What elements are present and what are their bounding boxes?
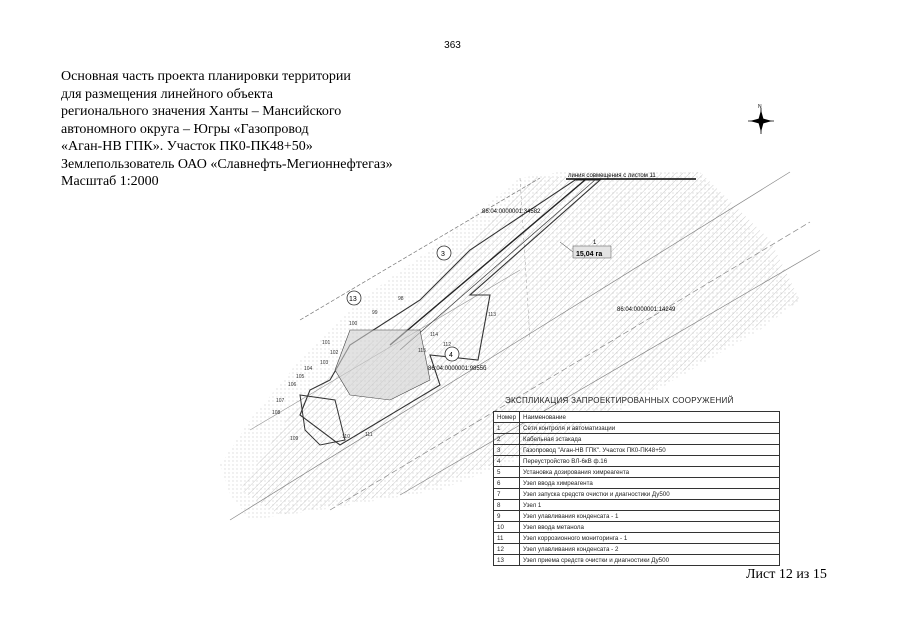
- legend-row-name: Сети контроля и автоматизации: [519, 422, 780, 434]
- point-label: 107: [276, 398, 285, 404]
- legend-row-number: 5: [493, 466, 520, 478]
- title-line: автономного округа – Югры «Газопровод: [61, 121, 309, 137]
- callout-circle: 13: [346, 290, 362, 306]
- point-label: 104: [304, 366, 313, 372]
- point-label: 108: [272, 410, 281, 416]
- hatched-area: [240, 172, 800, 515]
- legend-row-name: Установка дозирования химреагента: [519, 466, 780, 478]
- point-label: 101: [322, 340, 331, 346]
- sheet-label: Лист 12 из 15: [746, 567, 827, 582]
- parcel-label: 86:04:0000001:9855б: [428, 366, 487, 372]
- title-line: Масштаб 1:2000: [61, 174, 159, 189]
- legend-row-name: Узел запуска средств очистки и диагности…: [519, 488, 780, 500]
- pipeline-axis: [399, 179, 596, 351]
- facility-area: [299, 394, 346, 446]
- svg-text:13: 13: [349, 296, 357, 303]
- title-line: Основная часть проекта планировки террит…: [61, 69, 351, 84]
- legend-row-number: 12: [493, 543, 520, 555]
- legend-row-name: Узел ввода метанола: [519, 521, 780, 533]
- legend-row-number: 7: [493, 488, 520, 500]
- facility-area: [334, 329, 431, 401]
- point-label: 98: [398, 296, 404, 302]
- point-label: 102: [330, 350, 339, 356]
- legend-row-name: Кабельная эстакада: [519, 433, 780, 445]
- legend-row-number: 1: [493, 422, 520, 434]
- point-labels: 98 99 100 101 102 103 104 105 106 107 10…: [272, 296, 496, 442]
- title-line: для размещения линейного объекта: [61, 86, 273, 102]
- legend-row-name: Газопровод "Аган-НВ ГПК". Участок ПК0-ПК…: [519, 444, 780, 456]
- title-block: Основная часть проекта планировки террит…: [61, 68, 441, 191]
- title-line: регионального значения Ханты – Мансийско…: [61, 104, 342, 119]
- legend-row-number: 9: [493, 510, 520, 522]
- legend-explication: ЭКСПЛИКАЦИЯ ЗАПРОЕКТИРОВАННЫХ СООРУЖЕНИЙ…: [493, 396, 780, 566]
- legend-row-name: Узел улавливания конденсата - 1: [519, 510, 780, 522]
- legend-title: ЭКСПЛИКАЦИЯ ЗАПРОЕКТИРОВАННЫХ СООРУЖЕНИЙ: [505, 396, 734, 405]
- point-label: 99: [372, 310, 378, 316]
- legend-row-number: 6: [493, 477, 520, 489]
- title-line: Землепользователь ОАО «Славнефть-Мегионн…: [61, 156, 393, 172]
- svg-text:3: 3: [441, 251, 445, 258]
- legend-header-row: Номер Наименование: [493, 411, 780, 423]
- legend-row-number: 13: [493, 554, 520, 566]
- parcel-label: 86:04:0000001:34582: [482, 209, 541, 215]
- legend-row-number: 11: [493, 532, 520, 544]
- compass-label: N: [758, 104, 762, 110]
- legend-header-name: Наименование: [519, 411, 780, 423]
- pipeline-parcel: [299, 179, 602, 446]
- legend-row-name: Узел коррозионного мониторинга - 1: [519, 532, 780, 544]
- parcel-label: 86:04:0000001:14249: [617, 307, 676, 313]
- legend-row-number: 2: [493, 433, 520, 445]
- svg-text:4: 4: [449, 352, 453, 359]
- legend-row-name: Узел приема средств очистки и диагностик…: [519, 554, 780, 566]
- legend-row-name: Узел улавливания конденсата - 2: [519, 543, 780, 555]
- point-label: 105: [296, 374, 305, 380]
- point-label: 106: [288, 382, 297, 388]
- legend-row-number: 10: [493, 521, 520, 533]
- point-label: 114: [430, 332, 438, 338]
- point-label: 111: [365, 432, 373, 438]
- legend-header-number: Номер: [493, 411, 520, 423]
- point-label: 115: [418, 348, 426, 354]
- point-label: 110: [342, 434, 350, 440]
- point-label: 113: [488, 312, 496, 318]
- title-line: «Аган-НВ ГПК». Участок ПК0-ПК48+50»: [61, 139, 313, 154]
- legend-row-name: Узел 1: [519, 499, 780, 511]
- callout-circle: 3: [436, 245, 452, 261]
- compass-icon: [748, 108, 774, 134]
- callout-circle: 4: [444, 346, 460, 362]
- legend-row-number: 4: [493, 455, 520, 467]
- area-label: 15,04 га: [576, 251, 602, 258]
- page-number: 363: [444, 40, 461, 51]
- point-label: 109: [290, 436, 299, 442]
- legend-row-number: 3: [493, 444, 520, 456]
- legend-row-name: Переустройство ВЛ-6кВ ф.16: [519, 455, 780, 467]
- legend-row-number: 8: [493, 499, 520, 511]
- match-line-label: линия совмещения с листом 11: [568, 173, 656, 179]
- pipeline-axis: [389, 179, 586, 346]
- legend-row-name: Узел ввода химреагента: [519, 477, 780, 489]
- point-label: 112: [443, 342, 451, 348]
- point-label: 100: [349, 321, 358, 327]
- area-number: 1: [593, 240, 597, 246]
- point-label: 103: [320, 360, 329, 366]
